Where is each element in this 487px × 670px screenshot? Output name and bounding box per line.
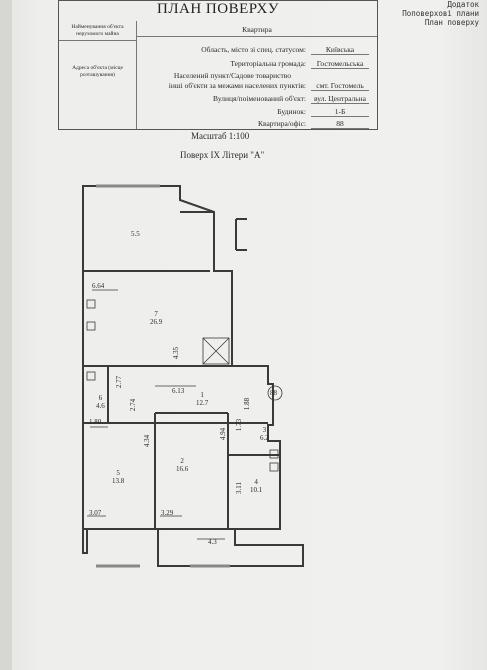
dimension-label: 1.73 — [235, 418, 244, 432]
dimension-label: 1.80 — [89, 418, 102, 426]
dimension-label: 3.07 — [89, 509, 102, 517]
room-number: 1 — [200, 391, 204, 399]
dimension-label: 3.11 — [235, 482, 243, 494]
row-label: Квартира/офіс: — [258, 119, 306, 128]
dimension-label: 6.64 — [92, 282, 105, 290]
fixture — [86, 321, 96, 331]
dimension-label: 4.34 — [143, 434, 152, 448]
row-label: Будинок: — [277, 107, 306, 116]
row-value: 88 — [311, 119, 369, 129]
room-area: 26.9 — [150, 318, 163, 326]
row-value: 1-Б — [311, 107, 369, 117]
object-name-label: Найменування об'єкта нерухомого майна — [59, 21, 136, 41]
row-label: Область, місто зі спец. статусом: — [201, 45, 306, 54]
dimension-label: 3.29 — [161, 509, 174, 517]
room-label: 3 6.2 — [260, 426, 269, 442]
room-number: 3 — [262, 426, 267, 434]
dimension-label: 1.88 — [243, 397, 252, 411]
dimension-label: 4.94 — [219, 427, 228, 441]
address-row-community: Територіальна громада: Гостомельська — [230, 59, 369, 69]
appendix-line: Додаток — [447, 0, 479, 9]
appendix-note: Додаток Поповерхові плани План поверху — [402, 0, 479, 27]
elevator-shaft — [202, 337, 230, 365]
row-label: Населений пункт/Садове товариство — [173, 71, 291, 80]
row-label: Вулиця/поіменований об'єкт: — [212, 94, 306, 103]
address-row-apartment: Квартира/офіс: 88 — [258, 119, 369, 129]
dimension-label: 4.3 — [208, 538, 217, 546]
room-label: 1 12.7 — [196, 391, 208, 407]
header-table: ПЛАН ПОВЕРХУ Найменування об'єкта нерухо… — [58, 0, 378, 130]
scale-label: Масштаб 1:100 — [191, 131, 250, 141]
room-label: 4 10.1 — [250, 478, 262, 494]
fixture — [86, 299, 96, 309]
room-label: 5 13.8 — [112, 469, 124, 485]
room-label: 6 4.6 — [96, 394, 105, 410]
row-value: вул. Центральна — [311, 94, 369, 104]
room-area: 10.1 — [250, 486, 263, 494]
room-number: 4 — [254, 478, 258, 486]
document-title: ПЛАН ПОВЕРХУ — [157, 1, 279, 17]
room-area: 5.5 — [131, 230, 140, 238]
address-row-building: Будинок: 1-Б — [277, 107, 369, 117]
room-area: 6.2 — [260, 434, 269, 442]
header-right-column: Квартира Область, місто зі спец. статусо… — [137, 21, 377, 129]
appendix-line: План поверху — [424, 18, 479, 27]
elevator-cross — [202, 337, 230, 365]
address-row-street: Вулиця/поіменований об'єкт: вул. Централь… — [213, 94, 369, 104]
room-area: 12.7 — [196, 399, 209, 407]
room-number: 5 — [116, 469, 120, 477]
room-number: 7 — [154, 310, 158, 318]
room-label: 7 26.9 — [150, 310, 162, 326]
object-type: Квартира — [137, 21, 377, 37]
apartment-marker: 88 — [270, 389, 277, 397]
appendix-line: Поповерхові плани — [402, 9, 479, 18]
address-row-settlement-label: Населений пункт/Садове товариство — [174, 71, 291, 80]
row-label: Територіальна громада: — [230, 59, 306, 68]
room-number: 2 — [180, 457, 184, 465]
address-row-region: Область, місто зі спец. статусом: Київськ… — [201, 45, 369, 55]
header-left-column: Найменування об'єкта нерухомого майна Ад… — [59, 21, 137, 129]
address-label: Адреса об'єкта (місце розташування) — [72, 65, 123, 78]
dimension-label: 4.35 — [172, 346, 181, 360]
room-area: 4.6 — [96, 402, 105, 410]
room-number: 6 — [98, 394, 103, 402]
fixture — [269, 462, 279, 472]
dimension-label: 6.13 — [172, 387, 185, 395]
fixture — [269, 449, 279, 459]
apartment-marker-circle — [267, 385, 283, 401]
room-label: 5.5 — [131, 230, 140, 238]
floor-title: Поверх IX Літери "А" — [180, 150, 265, 160]
room-area: 13.8 — [112, 477, 125, 485]
room-area: 16.6 — [176, 465, 189, 473]
dimension-label: 2.74 — [129, 398, 138, 412]
row-label: інші об'єкти за межами населених пунктів… — [168, 81, 306, 90]
row-value: Київська — [311, 45, 369, 55]
dimension-label: 2.77 — [115, 375, 124, 389]
fixture — [86, 371, 96, 381]
address-row-settlement: інші об'єкти за межами населених пунктів… — [169, 81, 369, 91]
row-value: смт. Гостомель — [311, 81, 369, 91]
page-binding-edge — [0, 0, 12, 670]
row-value: Гостомельська — [311, 59, 369, 69]
room-label: 2 16.6 — [176, 457, 188, 473]
